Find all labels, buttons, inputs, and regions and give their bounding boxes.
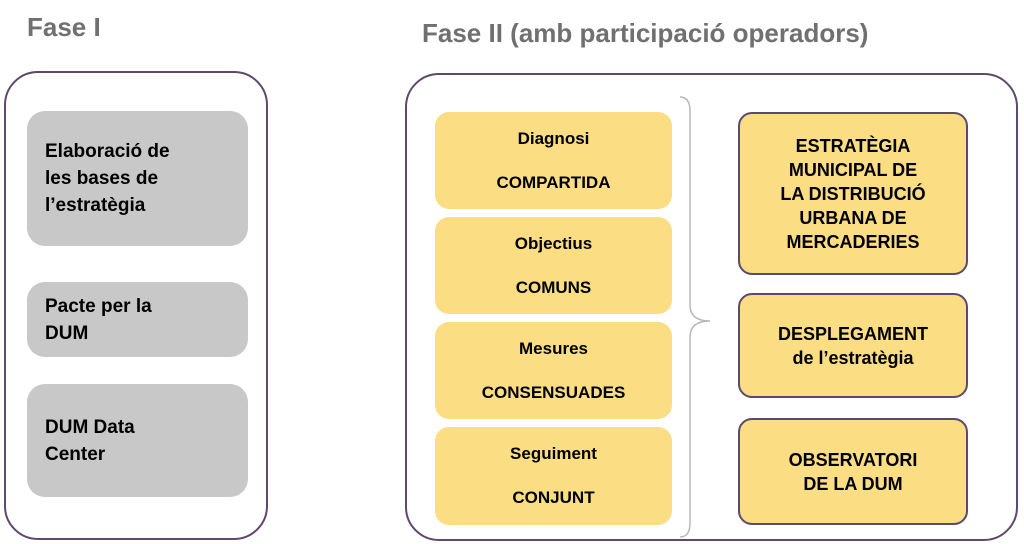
- outcome-desplegament: DESPLEGAMENT de l’estratègia: [738, 293, 968, 398]
- outcome-line: DESPLEGAMENT: [777, 323, 928, 344]
- step-qualifier: COMPARTIDA: [496, 172, 611, 192]
- step-qualifier: CONSENSUADES: [481, 382, 626, 402]
- box-line: les bases de: [45, 168, 159, 189]
- step-objectius: Objectius COMUNS: [435, 217, 672, 314]
- phase-1-title: Fase I: [27, 12, 101, 42]
- outcome-line: de l’estratègia: [792, 347, 914, 368]
- step-qualifier: CONJUNT: [512, 488, 595, 507]
- outcome-line: MUNICIPAL DE: [788, 159, 918, 180]
- box-line: Elaboració de: [45, 141, 170, 162]
- step-diagnosi: Diagnosi COMPARTIDA: [435, 112, 672, 209]
- step-label: Mesures: [519, 338, 588, 358]
- outcome-line: URBANA DE: [799, 207, 907, 228]
- outcome-observatori: OBSERVATORI DE LA DUM: [738, 418, 968, 525]
- step-qualifier: COMUNS: [515, 277, 592, 297]
- phase-1-box-elaboracio: Elaboració de les bases de l’estratègia: [27, 111, 248, 246]
- step-label: Seguiment: [510, 444, 597, 463]
- phase-2-title: Fase II (amb participació operadors): [422, 18, 869, 48]
- outcome-line: MERCADERIES: [786, 231, 920, 252]
- box-line: DUM: [45, 322, 89, 344]
- phase-1-box-pacte: Pacte per la DUM: [27, 282, 248, 357]
- curly-brace-connector: [679, 96, 711, 538]
- outcome-estrategia: ESTRATÈGIA MUNICIPAL DE LA DISTRIBUCIÓ U…: [738, 112, 968, 275]
- step-label: Diagnosi: [517, 128, 590, 148]
- brace-path: [679, 96, 711, 538]
- outcome-line: ESTRATÈGIA: [795, 135, 911, 156]
- box-line: Center: [45, 443, 106, 465]
- outcome-line: DE LA DUM: [803, 473, 903, 494]
- box-line: l’estratègia: [45, 195, 146, 216]
- box-line: Pacte per la: [45, 295, 152, 317]
- step-mesures: Mesures CONSENSUADES: [435, 322, 672, 419]
- box-line: DUM Data: [45, 416, 135, 438]
- step-label: Objectius: [514, 233, 593, 253]
- step-seguiment: Seguiment CONJUNT: [435, 427, 672, 525]
- outcome-line: LA DISTRIBUCIÓ: [780, 183, 926, 204]
- outcome-line: OBSERVATORI: [788, 449, 918, 470]
- phase-1-box-data-center: DUM Data Center: [27, 384, 248, 497]
